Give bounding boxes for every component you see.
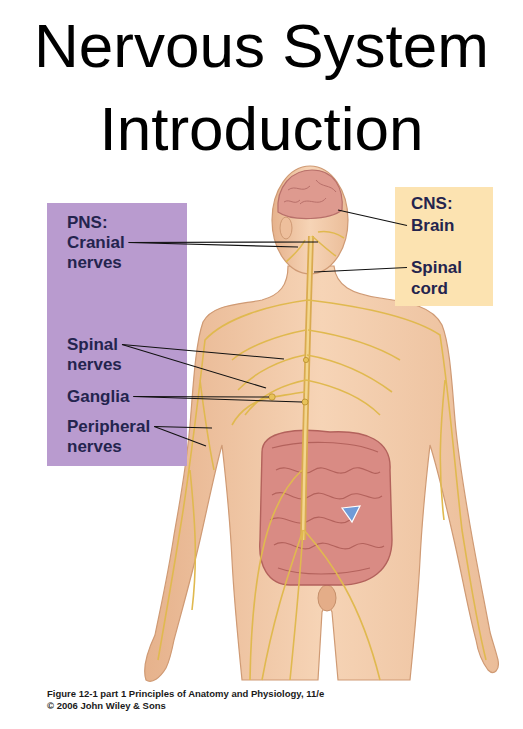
brain <box>278 170 342 219</box>
genitals <box>318 585 336 611</box>
caption-box: Figure 12-1 part 1 Principles of Anatomy… <box>47 688 324 700</box>
brain-gyri <box>284 180 336 204</box>
part-label: Ganglia <box>67 387 187 407</box>
title-box: Nervous System Introduction <box>0 4 523 170</box>
pns-panel: PNS:Cranial nervesSpinal nervesGangliaPe… <box>47 203 187 466</box>
intestines <box>260 430 392 585</box>
figure-caption: Figure 12-1 part 1 Principles of Anatomy… <box>47 688 324 700</box>
part-label: Peripheral nerves <box>67 417 167 457</box>
label-box: © 2006 John Wiley & Sons <box>47 700 166 712</box>
ganglion <box>303 357 308 362</box>
part-label: Spinal cord <box>411 257 481 299</box>
panel-heading: PNS: <box>67 213 187 233</box>
part-label: Spinal nerves <box>67 335 147 375</box>
spinal-cord-core <box>303 236 311 540</box>
marker <box>342 506 360 522</box>
leader-line <box>129 241 318 243</box>
page-title: Nervous System Introduction <box>0 4 523 170</box>
copyright-note: © 2006 John Wiley & Sons <box>47 700 166 712</box>
leader-line <box>154 427 206 447</box>
ganglion <box>302 399 308 405</box>
leader-line <box>133 396 269 398</box>
cns-panel: CNS:BrainSpinal cord <box>395 187 493 306</box>
leader-line <box>122 345 266 389</box>
part-label: Cranial nerves <box>67 233 147 273</box>
leader-line <box>314 268 407 273</box>
ganglion <box>269 394 275 400</box>
leader-line <box>338 210 407 226</box>
panel-heading: CNS: <box>411 193 493 214</box>
body-silhouette <box>145 266 499 681</box>
part-label: Brain <box>411 215 493 236</box>
ear <box>280 217 292 239</box>
leader-line <box>133 397 302 403</box>
leader-line <box>129 243 298 248</box>
leader-line <box>122 345 284 360</box>
intestine-coils <box>270 442 384 574</box>
leader-line <box>154 427 212 429</box>
spinal-cord <box>303 236 311 540</box>
